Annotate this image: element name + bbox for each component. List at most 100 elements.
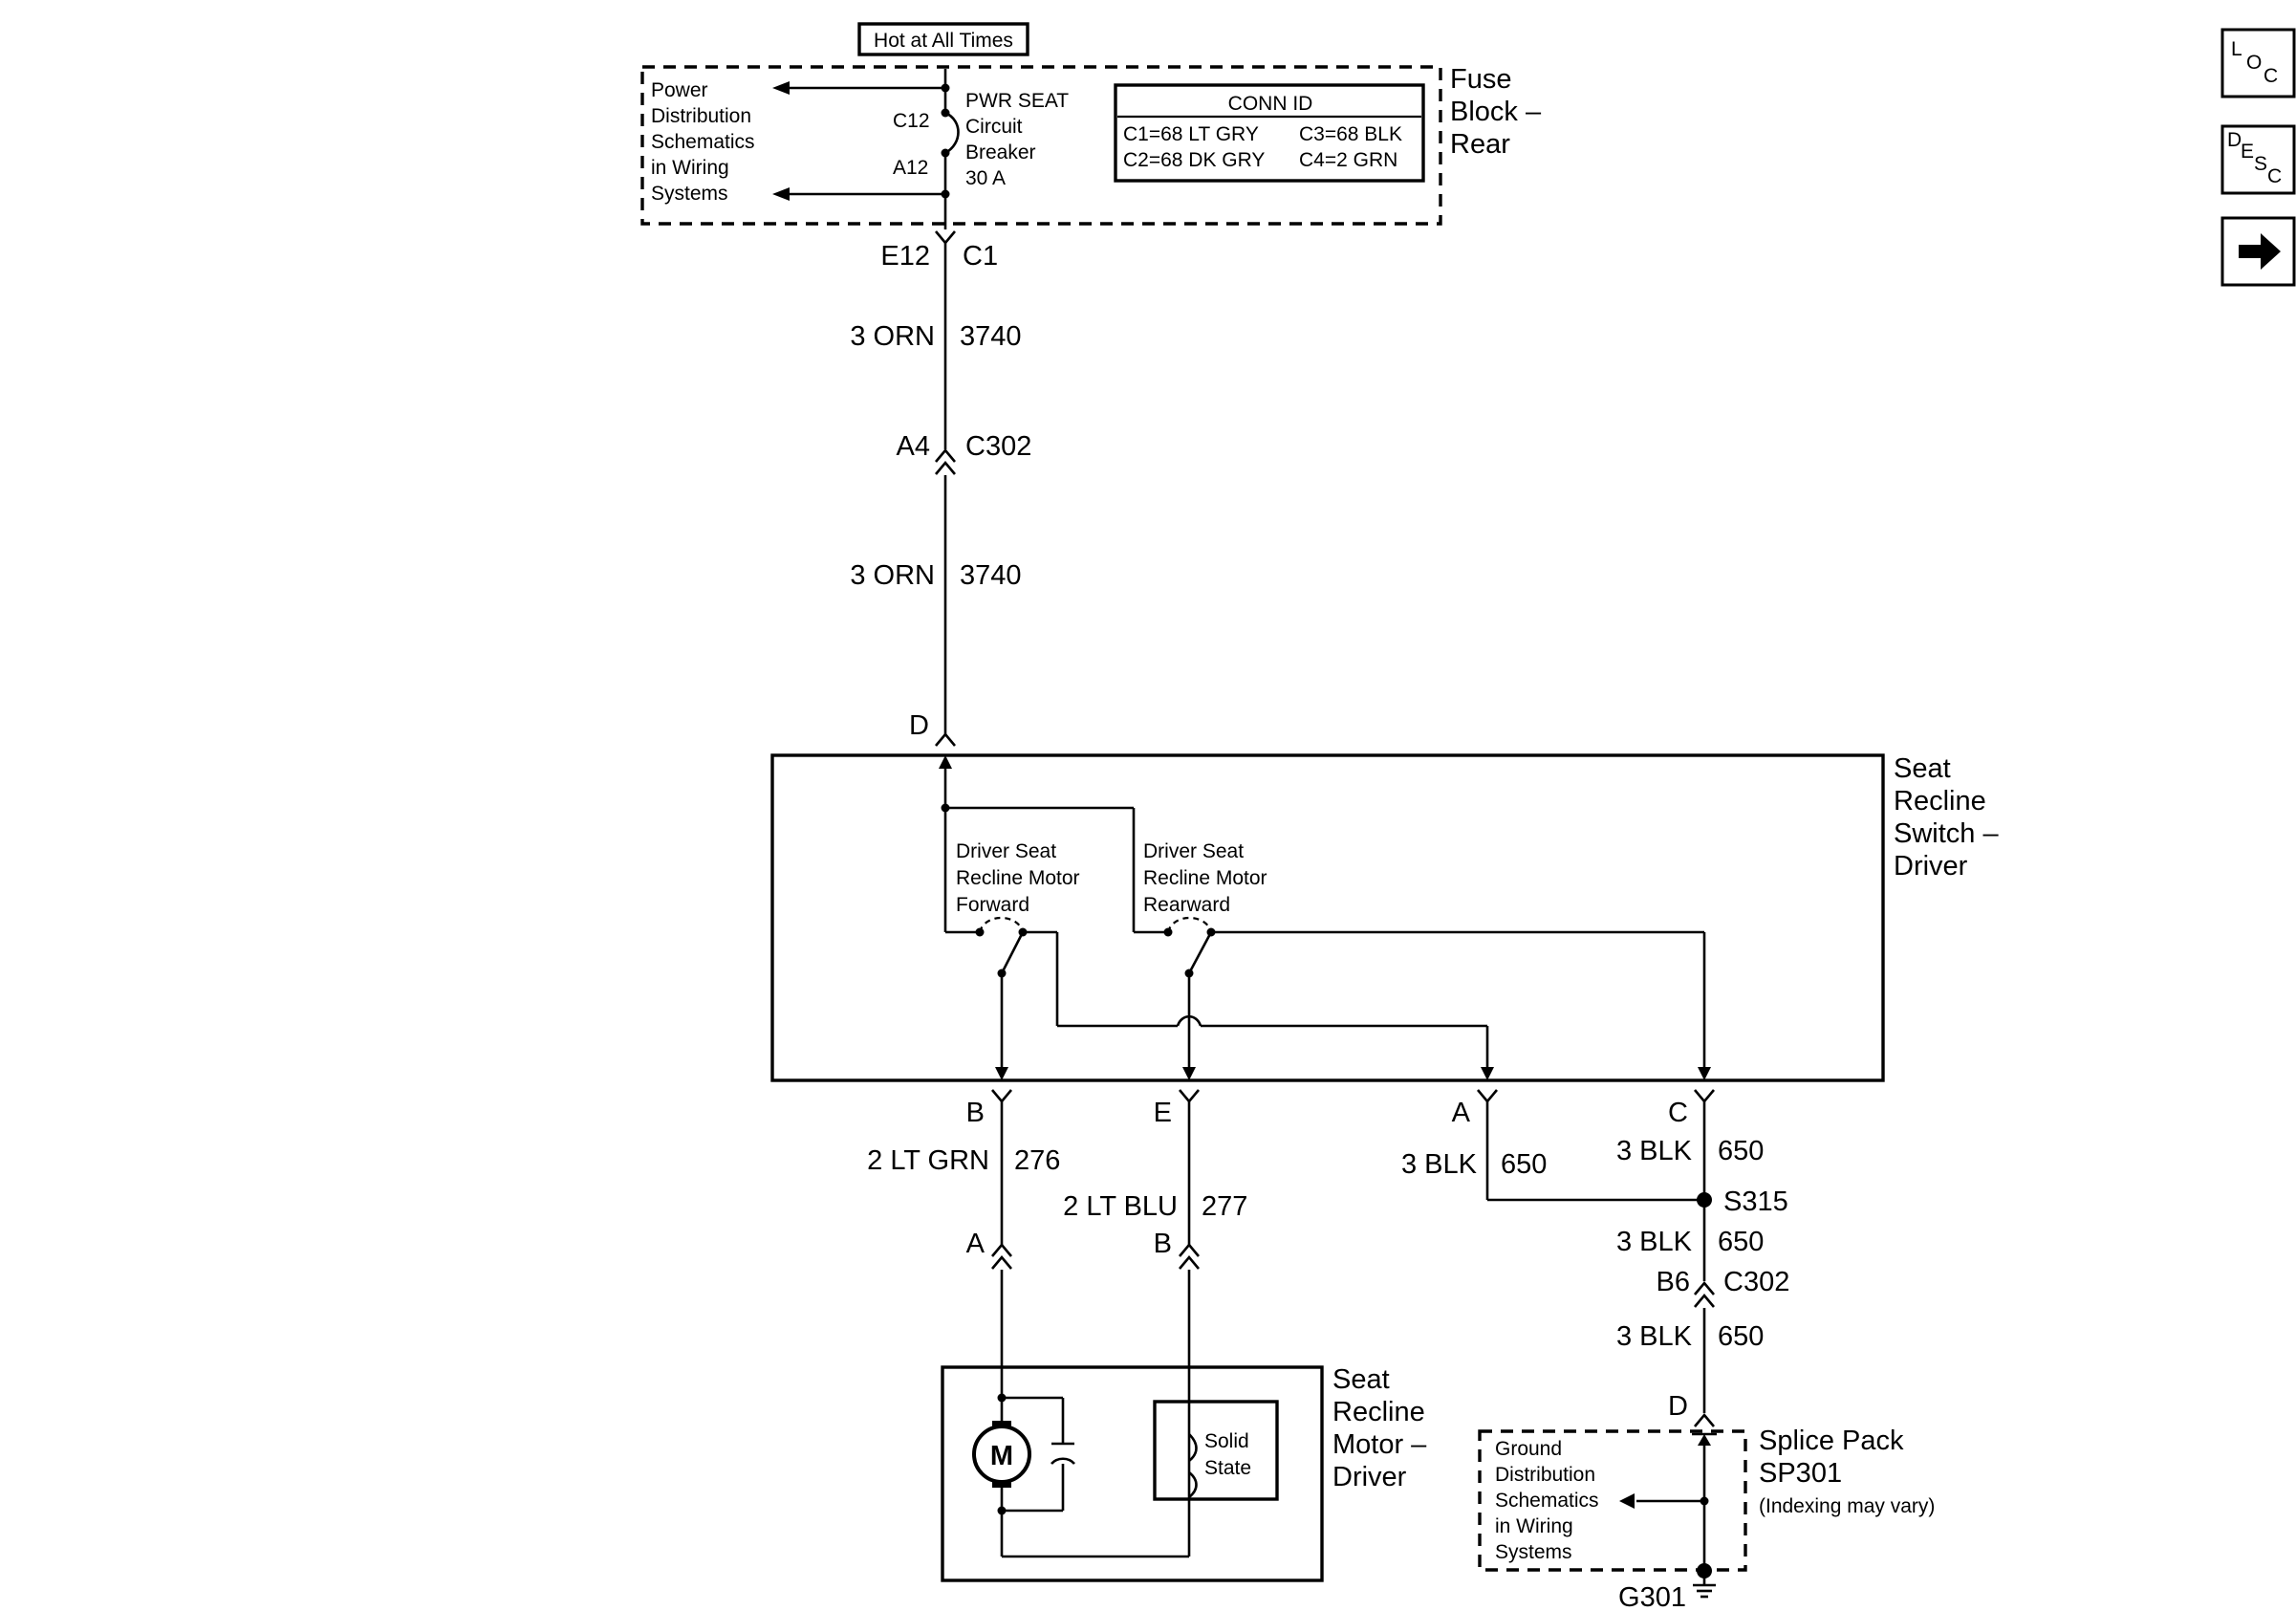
pin-e-label: E [1154,1098,1172,1128]
svg-text:L: L [2231,38,2242,60]
wire-gauge-label: 3 ORN [850,321,935,352]
arrow-left-icon [772,187,790,201]
pin-b-label: B [966,1098,985,1128]
svg-text:M: M [990,1441,1013,1471]
ground-distribution-reference[interactable]: Ground Distribution Schematics in Wiring… [1495,1438,1599,1563]
motor-icon: M [972,1421,1031,1488]
forward-switch-contact [945,917,1494,1080]
svg-text:C4=2 GRN: C4=2 GRN [1299,149,1397,171]
motor-pin-a-label: A [966,1229,986,1259]
breaker-label: PWR SEAT Circuit Breaker 30 A [965,90,1069,189]
arrow-right-icon [2239,233,2281,270]
svg-text:Breaker: Breaker [965,142,1036,163]
inline-connector-icon [1179,1242,1200,1270]
next-button[interactable] [2220,216,2296,287]
pin-a4-label: A4 [897,431,930,462]
svg-text:S: S [2254,153,2267,175]
capacitor-plate-curved [1051,1457,1075,1465]
svg-text:C3=68 BLK: C3=68 BLK [1299,123,1402,145]
motor-outline [941,1365,1324,1582]
wire-gauge-label: 3 BLK [1616,1227,1693,1257]
switch-outline [770,753,1885,1082]
seat-recline-switch: Seat Recline Switch – Driver Driver Seat… [770,753,1999,1082]
solid-state-module: Solid State [1153,1400,1279,1557]
junction-dot [997,1506,1007,1515]
svg-text:Fuse: Fuse [1450,64,1511,95]
svg-text:Recline Motor: Recline Motor [1143,867,1267,889]
pin-a12-label: A12 [893,157,928,179]
connector-female-icon [1694,1412,1715,1427]
fuse-block: Hot at All Times Fuse Block – Rear Power… [640,22,1542,229]
switch-pins: B E A C [966,1089,1715,1128]
svg-text:Recline: Recline [1894,786,1986,816]
svg-text:in Wiring: in Wiring [651,157,729,179]
svg-text:Block –: Block – [1450,97,1542,127]
svg-text:Circuit: Circuit [965,116,1023,138]
svg-text:30 A: 30 A [965,167,1006,189]
svg-text:Rearward: Rearward [1143,894,1230,916]
circuit-number-label: 3740 [960,321,1022,352]
svg-text:D: D [2227,129,2242,151]
svg-text:Distribution: Distribution [651,105,751,127]
loc-button[interactable]: L O C [2220,28,2296,98]
ground-junction-dot [1697,1563,1712,1578]
circuit-number-label: 650 [1718,1321,1764,1352]
desc-button[interactable]: D E S C [2220,124,2296,195]
svg-text:Driver: Driver [1894,851,1968,882]
arrow-up-icon [939,755,952,769]
connector-female-icon [935,731,956,747]
splice-dot [1697,1192,1712,1208]
svg-text:Systems: Systems [651,183,728,205]
power-distribution-reference[interactable]: Power Distribution Schematics in Wiring … [651,79,755,205]
connector-female-icon [1179,1089,1200,1104]
seat-recline-motor: Seat Recline Motor – Driver M Solid Stat… [941,1364,1427,1582]
connector-female-icon [935,230,956,246]
ground-icon [1693,1578,1716,1599]
svg-text:(Indexing may vary): (Indexing may vary) [1759,1495,1935,1517]
circuit-number-label: 650 [1718,1227,1764,1257]
pin-d-label: D [909,710,929,741]
conn-id-table: CONN ID C1=68 LT GRY C2=68 DK GRY C3=68 … [1114,83,1425,183]
circuit-number-label: 650 [1501,1149,1547,1180]
svg-text:C2=68 DK GRY: C2=68 DK GRY [1123,149,1265,171]
svg-text:Seat: Seat [1332,1364,1390,1395]
circuit-breaker-icon [944,111,960,155]
motor-pin-b-label: B [1154,1229,1172,1259]
circuit-number-label: 3740 [960,560,1022,591]
pin-c-label: C [1668,1098,1688,1128]
svg-text:Systems: Systems [1495,1541,1572,1563]
svg-text:Seat: Seat [1894,753,1951,784]
svg-text:Ground: Ground [1495,1438,1562,1460]
splice-pack-title: Splice Pack SP301 (Indexing may vary) [1759,1426,1935,1517]
pin-b6-label: B6 [1657,1267,1690,1297]
motor-wires: 2 LT GRN 276 2 LT BLU 277 A B [867,1101,1247,1434]
pin-e12-label: E12 [880,241,930,272]
splice-s315-label: S315 [1723,1186,1788,1217]
solid-state-switch-icon [1188,1433,1198,1499]
ground-circuit: 3 BLK 650 3 BLK 650 S315 3 BLK 650 B6 C3… [1401,1101,1935,1611]
arrow-left-icon [772,81,790,95]
fuse-block-outline [640,65,1442,226]
pin-c12-label: C12 [893,110,930,132]
svg-text:CONN ID: CONN ID [1228,93,1313,115]
svg-text:Forward: Forward [956,894,1029,916]
splice-pack-outline [1478,1429,1747,1572]
svg-text:SP301: SP301 [1759,1458,1842,1489]
svg-text:C: C [2264,65,2278,87]
svg-text:E: E [2241,141,2254,163]
connector-c302-label: C302 [1723,1267,1789,1297]
svg-text:Schematics: Schematics [1495,1490,1599,1512]
fuse-block-title: Fuse Block – Rear [1450,64,1542,160]
inline-connector-icon [991,1242,1012,1270]
ground-g301-label: G301 [1618,1582,1686,1611]
svg-text:Recline: Recline [1332,1397,1425,1427]
wire-gauge-label: 2 LT BLU [1063,1191,1178,1222]
junction-dot [941,189,950,199]
pin-a-label: A [1452,1098,1471,1128]
svg-text:Driver Seat: Driver Seat [1143,840,1244,862]
junction-dot [941,83,950,93]
pin-d-label: D [1668,1391,1688,1422]
rearward-switch-contact [1134,917,1711,1080]
svg-text:Solid: Solid [1204,1430,1249,1452]
